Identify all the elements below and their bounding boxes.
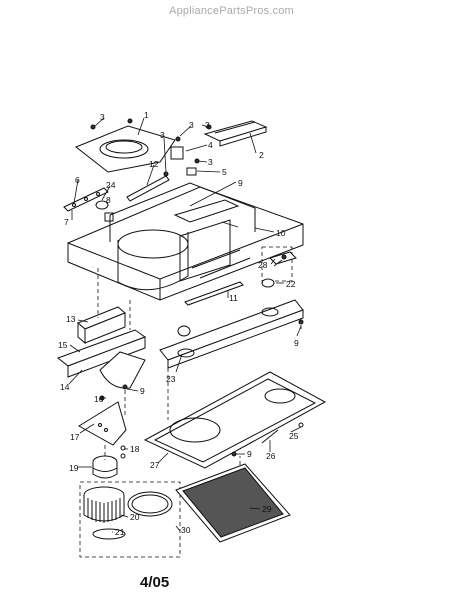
callout-9: 9 bbox=[247, 449, 252, 459]
callout-labels: 1 2 3 3 3 3 3 4 5 6 7 8 9 9 9 9 10 11 12… bbox=[58, 110, 299, 537]
callout-6: 6 bbox=[75, 175, 80, 185]
part-brackets bbox=[63, 175, 170, 222]
callout-17: 17 bbox=[70, 432, 80, 442]
callout-11: 11 bbox=[229, 293, 238, 303]
callout-22: 22 bbox=[286, 279, 296, 289]
callout-3: 3 bbox=[205, 120, 210, 130]
callout-12: 12 bbox=[149, 159, 159, 169]
callout-3: 3 bbox=[160, 130, 165, 140]
callout-5: 5 bbox=[222, 167, 227, 177]
callout-27: 27 bbox=[150, 460, 160, 470]
callout-19: 19 bbox=[69, 463, 79, 473]
callout-7: 7 bbox=[64, 217, 69, 227]
callout-3: 3 bbox=[189, 120, 194, 130]
part-motor bbox=[92, 455, 118, 479]
part-damper-plate bbox=[203, 120, 268, 147]
part-rail bbox=[184, 281, 244, 306]
callout-23: 23 bbox=[166, 374, 176, 384]
callout-3: 3 bbox=[208, 157, 213, 167]
callout-24: 24 bbox=[106, 180, 116, 190]
callout-13: 13 bbox=[66, 314, 76, 324]
callout-10: 10 bbox=[276, 228, 286, 238]
callout-20: 20 bbox=[130, 512, 140, 522]
callout-26: 26 bbox=[266, 451, 276, 461]
callout-9: 9 bbox=[140, 386, 145, 396]
callout-9: 9 bbox=[238, 178, 243, 188]
part-hood-body bbox=[67, 182, 304, 301]
callout-8: 8 bbox=[106, 195, 111, 205]
part-bottom-panel bbox=[143, 371, 327, 469]
date-code: 4/05 bbox=[140, 574, 170, 591]
callout-14: 14 bbox=[60, 382, 70, 392]
part-filter bbox=[175, 451, 291, 543]
callout-15: 15 bbox=[58, 340, 68, 350]
callout-2: 2 bbox=[259, 150, 264, 160]
part-control-panel bbox=[159, 299, 304, 369]
callout-29: 29 bbox=[262, 504, 272, 514]
callout-3: 3 bbox=[100, 112, 105, 122]
callout-9: 9 bbox=[294, 338, 299, 348]
part-junction-box bbox=[77, 306, 126, 345]
callout-21: 21 bbox=[115, 527, 125, 537]
part-switch-assembly bbox=[261, 246, 297, 288]
watermark: AppliancePartsPros.com bbox=[169, 5, 294, 17]
callout-4: 4 bbox=[208, 140, 213, 150]
part-blower-housing bbox=[56, 329, 147, 390]
part-connector bbox=[170, 136, 200, 176]
part-blower-wheel bbox=[79, 481, 181, 558]
leader-lines bbox=[68, 117, 302, 533]
alignment-lines bbox=[97, 268, 302, 465]
part-top-plate bbox=[75, 125, 176, 173]
callout-30: 30 bbox=[181, 525, 191, 535]
part-motor-plate bbox=[78, 395, 127, 459]
callout-1: 1 bbox=[144, 110, 149, 120]
callout-25: 25 bbox=[289, 431, 299, 441]
callout-16: 16 bbox=[94, 394, 104, 404]
callout-28: 28 bbox=[258, 260, 268, 270]
callout-18: 18 bbox=[130, 444, 140, 454]
